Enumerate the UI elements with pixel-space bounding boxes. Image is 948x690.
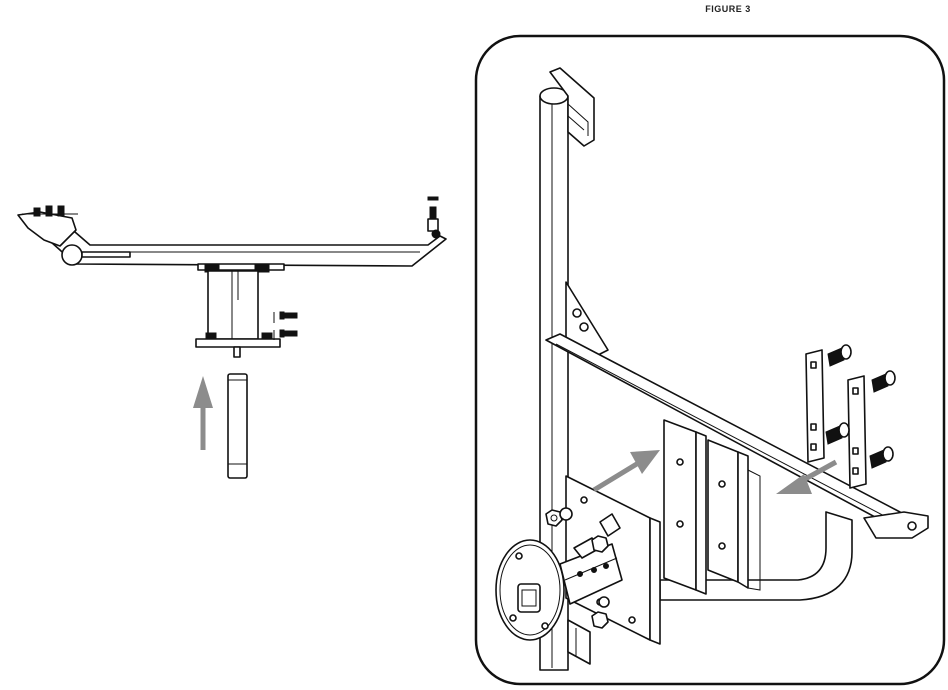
detail-view: [474, 34, 946, 686]
arrow-toward-arm: [776, 459, 838, 494]
horizontal-beam: [23, 217, 447, 267]
vertical-post: [195, 263, 285, 358]
hex-nuts: [545, 507, 610, 629]
mounting-plates: [663, 419, 761, 595]
arrow-toward-plate: [592, 450, 660, 493]
right-end-bolt: [427, 196, 441, 239]
small-bolts: [273, 311, 298, 340]
lower-bracket: [567, 619, 591, 665]
left-bolts: [22, 205, 78, 217]
up-arrow: [193, 376, 213, 450]
clamp-strap-left: [805, 349, 825, 463]
lower-brace: [659, 511, 853, 601]
end-tube-circle: [61, 244, 83, 266]
figure-label: FIGURE 3: [705, 4, 751, 14]
insert-tube: [227, 373, 248, 479]
left-end-bracket: [17, 211, 77, 247]
top-bracket: [549, 67, 595, 147]
clamp-strap-right: [847, 375, 867, 489]
left-side-view: [17, 196, 447, 479]
gusset-plate: [565, 281, 609, 357]
detail-frame: [474, 34, 946, 686]
carriage-bolts: [825, 344, 896, 469]
round-flange: [495, 539, 565, 641]
